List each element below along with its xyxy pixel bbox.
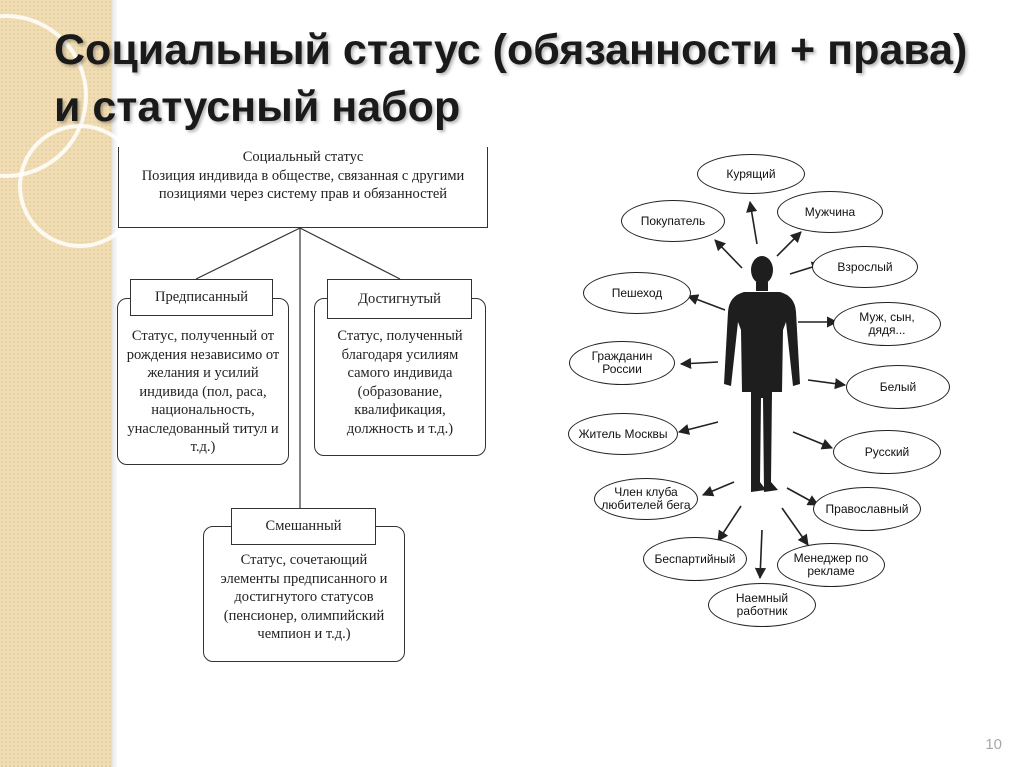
ascribed-description-box: Статус, полученный от рождения независим… <box>117 298 289 465</box>
mixed-label-box: Смешанный <box>231 508 376 545</box>
achieved-label-box: Достигнутый <box>327 279 472 319</box>
achieved-description-box: Статус, полученный благодаря усилиям сам… <box>314 298 486 456</box>
strip-shadow <box>112 0 118 767</box>
status-oval-non-partisan: Беспартийный <box>643 537 747 581</box>
root-status-heading: Социальный статус <box>242 149 364 165</box>
status-label: Наемный работник <box>735 591 789 618</box>
status-label: Член клуба любителей бега <box>601 485 691 512</box>
status-oval-buyer: Покупатель <box>621 200 725 242</box>
slide-title: Социальный статус (обязанности + права) … <box>54 26 968 131</box>
root-status-text: Позиция индивида в обществе, связанная с… <box>141 167 465 203</box>
status-oval-hired-worker: Наемный работник <box>708 583 816 627</box>
status-label: Мужчина <box>804 204 856 219</box>
status-label: Русский <box>864 444 910 459</box>
achieved-status-text: Статус, полученный благодаря усилиям сам… <box>337 328 463 437</box>
status-label: Православный <box>825 501 909 516</box>
slide-number: 10 <box>985 736 1002 753</box>
status-label: Курящий <box>726 166 776 181</box>
status-label: Беспартийный <box>654 551 736 566</box>
status-label: Муж, сын, дядя... <box>859 310 915 337</box>
ascribed-status-label: Предписанный <box>155 289 248 305</box>
ascribed-status-text: Статус, полученный от рождения независим… <box>126 328 280 455</box>
mixed-description-box: Статус, сочетающий элементы предписанног… <box>203 526 405 662</box>
person-silhouette-icon <box>724 256 800 492</box>
status-oval-husband-son-uncle: Муж, сын, дядя... <box>833 302 941 346</box>
status-oval-moscow-resident: Житель Москвы <box>568 413 678 455</box>
status-label: Житель Москвы <box>578 426 668 441</box>
status-oval-russian: Русский <box>833 430 941 474</box>
status-oval-smoker: Курящий <box>697 154 805 194</box>
decorative-rings <box>0 14 130 248</box>
achieved-status-label: Достигнутый <box>358 291 441 307</box>
status-oval-running-club-member: Член клуба любителей бега <box>594 478 698 520</box>
ascribed-label-box: Предписанный <box>130 279 273 316</box>
mixed-status-text: Статус, сочетающий элементы предписанног… <box>220 552 388 642</box>
mixed-status-label: Смешанный <box>265 518 342 534</box>
status-oval-orthodox: Православный <box>813 487 921 531</box>
status-label: Покупатель <box>640 213 706 228</box>
status-label: Менеджер по рекламе <box>793 551 869 578</box>
status-label: Гражданин России <box>591 349 653 376</box>
status-oval-citizen: Гражданин России <box>569 341 675 385</box>
status-oval-man: Мужчина <box>777 191 883 233</box>
status-oval-adult: Взрослый <box>812 246 918 288</box>
status-label: Белый <box>879 379 917 394</box>
status-label: Взрослый <box>837 259 893 274</box>
status-oval-pedestrian: Пешеход <box>583 272 691 314</box>
status-label: Пешеход <box>611 285 663 300</box>
status-oval-white: Белый <box>846 365 950 409</box>
root-status-box: Социальный статус Позиция индивида в общ… <box>118 147 488 228</box>
status-oval-advertising-manager: Менеджер по рекламе <box>777 543 885 587</box>
